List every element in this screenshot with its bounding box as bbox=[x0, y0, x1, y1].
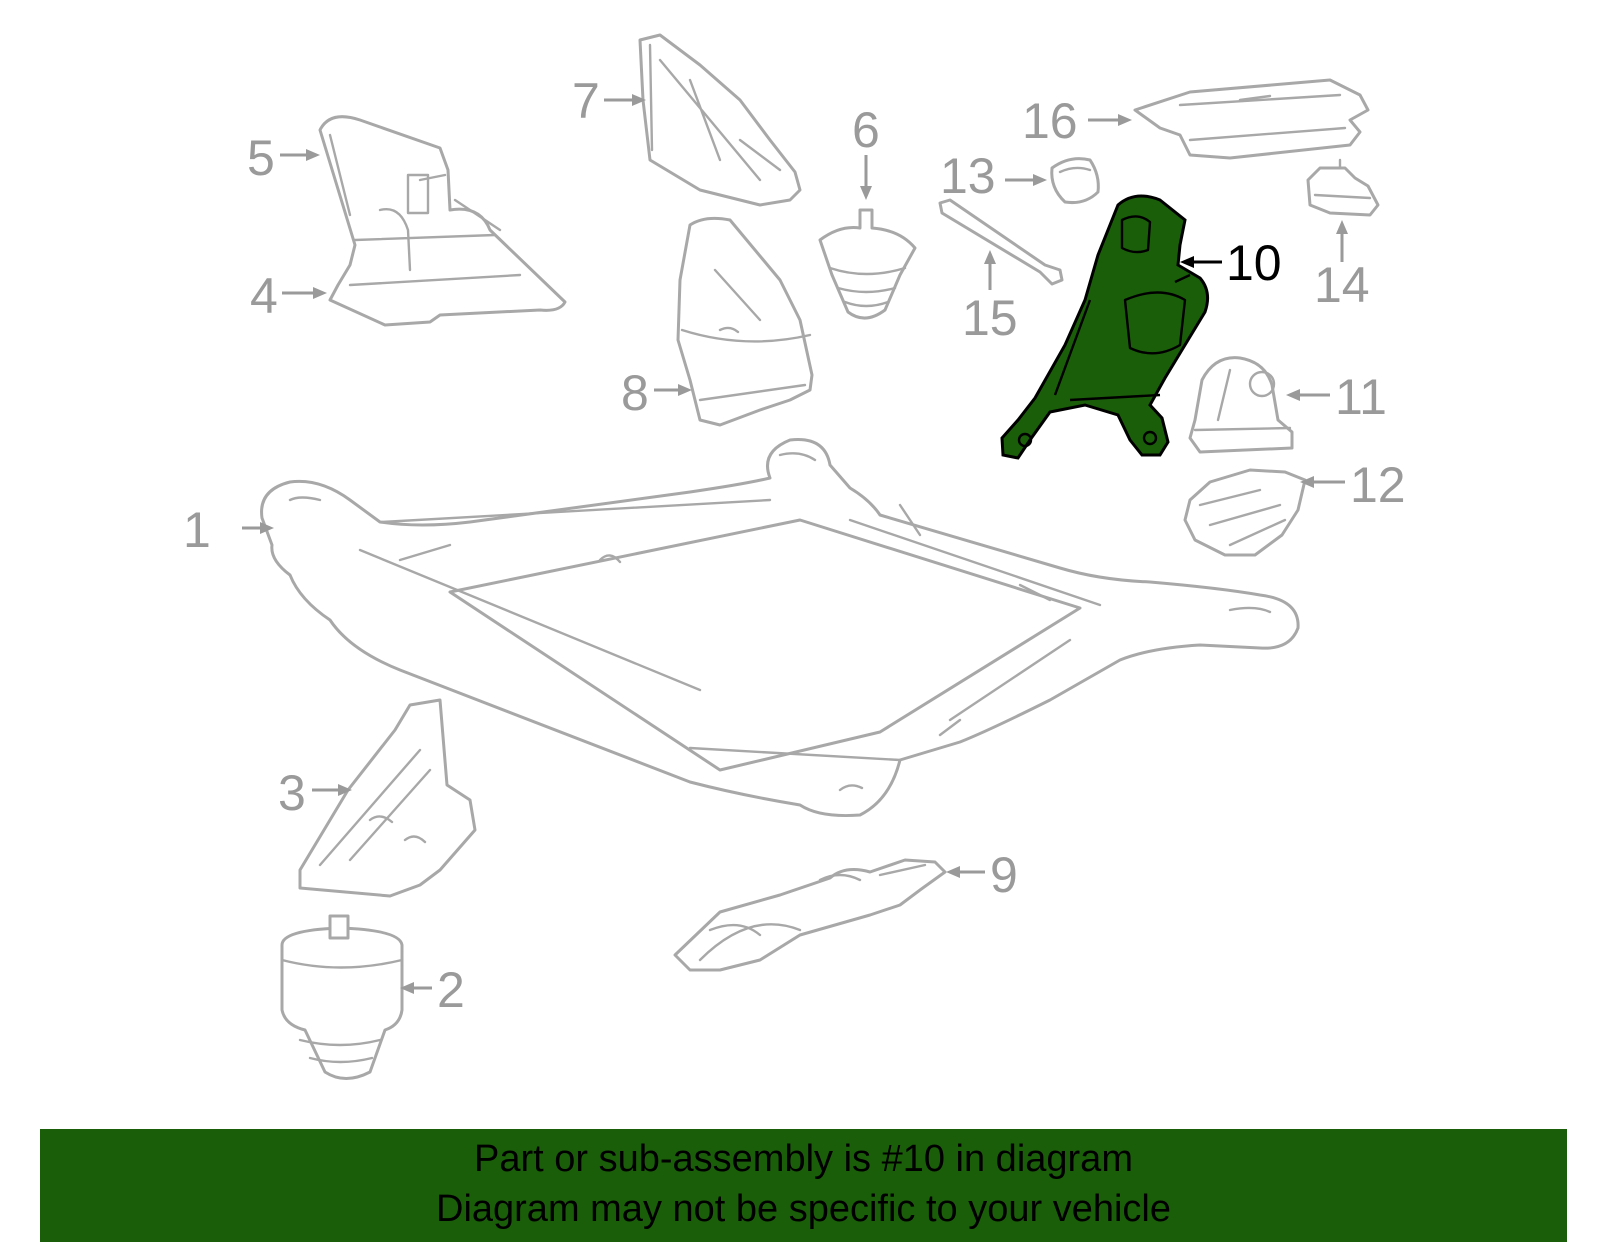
callout-7[interactable]: 7 bbox=[572, 73, 600, 129]
part-12-bracket bbox=[1183, 468, 1307, 557]
leader-arrows bbox=[242, 94, 1348, 994]
banner-line-part: Part or sub-assembly is #10 in diagram bbox=[474, 1138, 1133, 1180]
part-11-mount bbox=[1188, 356, 1294, 454]
part-14-small-mount bbox=[1306, 158, 1380, 217]
info-banner: Part or sub-assembly is #10 in diagram D… bbox=[40, 1129, 1567, 1242]
callout-5[interactable]: 5 bbox=[247, 130, 275, 186]
part-9-lower-bracket bbox=[673, 858, 947, 972]
part-1-subframe bbox=[260, 438, 1300, 817]
callout-13[interactable]: 13 bbox=[940, 148, 996, 204]
callout-1[interactable]: 1 bbox=[183, 502, 211, 558]
callout-4[interactable]: 4 bbox=[250, 268, 278, 324]
callout-labels: 1 2 3 4 5 6 7 8 9 10 11 12 13 14 15 16 bbox=[183, 73, 1406, 1018]
part-6-cone-mount bbox=[818, 208, 917, 320]
callout-10[interactable]: 10 bbox=[1226, 235, 1282, 291]
part-8-mount-block bbox=[676, 216, 814, 427]
part-13-bushing bbox=[1050, 157, 1100, 204]
banner-line-disclaimer: Diagram may not be specific to your vehi… bbox=[436, 1188, 1171, 1230]
callout-12[interactable]: 12 bbox=[1350, 457, 1406, 513]
part-4-5-bracket-assembly bbox=[318, 115, 567, 327]
callout-2[interactable]: 2 bbox=[437, 962, 465, 1018]
callout-15[interactable]: 15 bbox=[962, 290, 1018, 346]
callout-9[interactable]: 9 bbox=[990, 847, 1018, 903]
part-15-link-rod bbox=[938, 198, 1064, 286]
part-7-bracket bbox=[638, 33, 802, 207]
callout-3[interactable]: 3 bbox=[278, 765, 306, 821]
part-3-bracket bbox=[298, 698, 477, 898]
part-16-upper-brace bbox=[1133, 78, 1370, 160]
callout-14[interactable]: 14 bbox=[1314, 257, 1370, 313]
part-10-highlighted-bracket bbox=[1000, 194, 1210, 460]
part-2-mount bbox=[280, 914, 404, 1080]
callout-16[interactable]: 16 bbox=[1022, 93, 1078, 149]
callout-6[interactable]: 6 bbox=[852, 102, 880, 158]
callout-8[interactable]: 8 bbox=[621, 365, 649, 421]
callout-11[interactable]: 11 bbox=[1335, 369, 1387, 425]
